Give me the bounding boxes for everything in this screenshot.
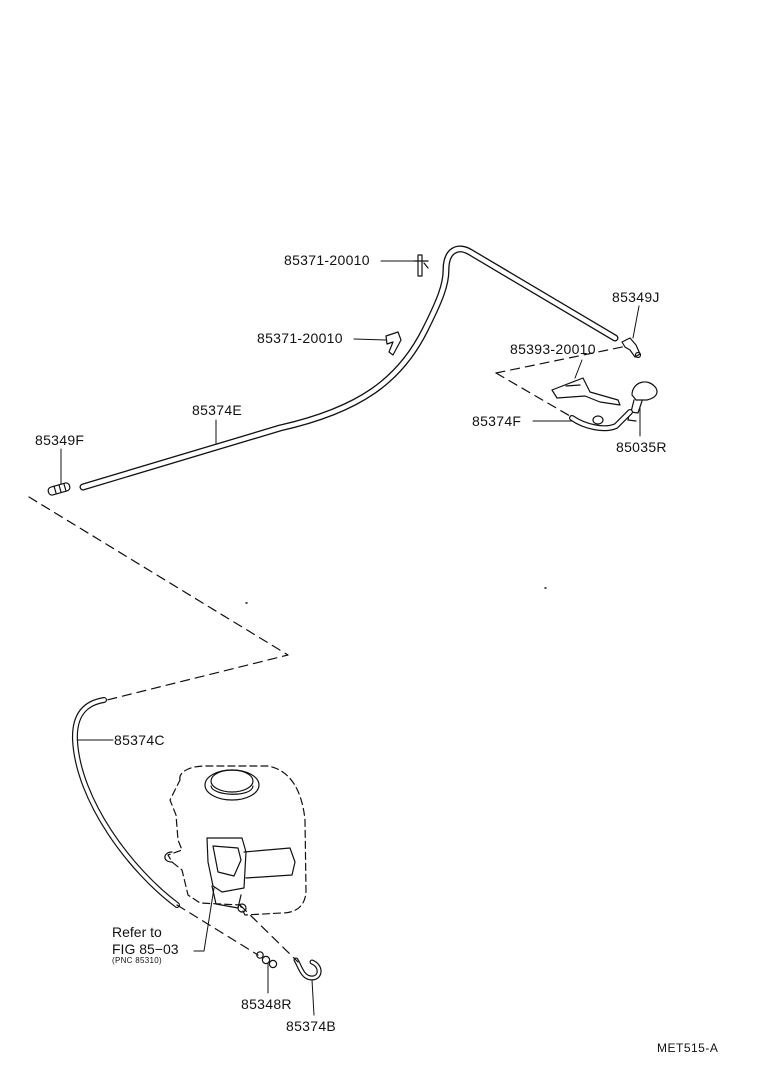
- hose-85374e: [79, 245, 619, 491]
- label-hose-85374c: 85374C: [114, 732, 165, 748]
- leader-lines: [60, 260, 641, 1016]
- label-hose-85374b: 85374B: [286, 1018, 337, 1034]
- bracket-85393: [551, 377, 621, 406]
- refer-note-line2: FIG 85−03: [112, 941, 179, 957]
- dashed-assembly-lines: [28, 345, 628, 963]
- washer-tank: [164, 765, 307, 916]
- label-clip-upper: 85371-20010: [284, 252, 370, 268]
- label-joint-85348r: 85348R: [241, 996, 292, 1012]
- label-clip-lower: 85371-20010: [257, 330, 343, 346]
- refer-note-pnc: (PNC 85310): [112, 956, 162, 965]
- label-bracket-85393: 85393-20010: [510, 341, 596, 357]
- nozzle-85035r: [627, 381, 658, 422]
- hose-85374b: [293, 957, 322, 981]
- joint-85349f: [47, 482, 71, 496]
- drawing-code: MET515-A: [657, 1041, 719, 1055]
- joint-85348r: [256, 951, 278, 969]
- hose-85374c: [71, 697, 180, 908]
- label-joint-85349j: 85349J: [612, 289, 660, 305]
- label-hose-85374f: 85374F: [472, 413, 522, 429]
- label-joint-85349f: 85349F: [35, 432, 85, 448]
- joint-85349j: [621, 337, 642, 359]
- label-nozzle-85035r: 85035R: [616, 439, 667, 455]
- hose-85374f: [569, 409, 633, 432]
- refer-note-line1: Refer to: [112, 924, 162, 940]
- clip-lower: [385, 331, 402, 356]
- print-specks: [245, 587, 547, 604]
- label-hose-85374e: 85374E: [192, 402, 243, 418]
- clip-upper: [413, 254, 429, 277]
